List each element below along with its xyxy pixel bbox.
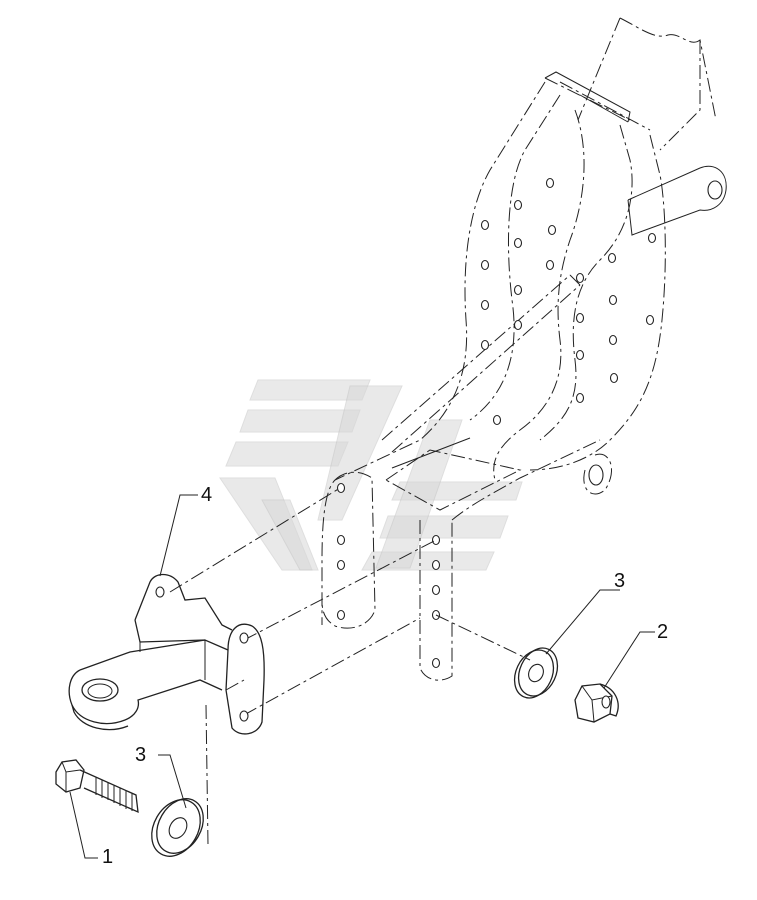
callout-label-1: 1 <box>102 846 113 868</box>
callout-label-3-left: 3 <box>135 744 146 766</box>
brand-watermark-logo <box>219 379 523 571</box>
hex-nut <box>574 683 619 723</box>
callout-leader-lines <box>69 494 655 859</box>
flat-washer-right <box>513 647 559 699</box>
chassis-frame <box>321 17 727 681</box>
flat-washer-left <box>151 798 204 857</box>
callout-label-3-right: 3 <box>614 570 625 592</box>
towing-eye-bracket <box>68 573 265 735</box>
callout-label-4: 4 <box>201 484 212 506</box>
frame-mounting-holes <box>336 177 657 669</box>
hex-bolt <box>55 759 139 814</box>
callout-label-2: 2 <box>657 621 668 643</box>
assembly-center-lines <box>169 487 531 846</box>
